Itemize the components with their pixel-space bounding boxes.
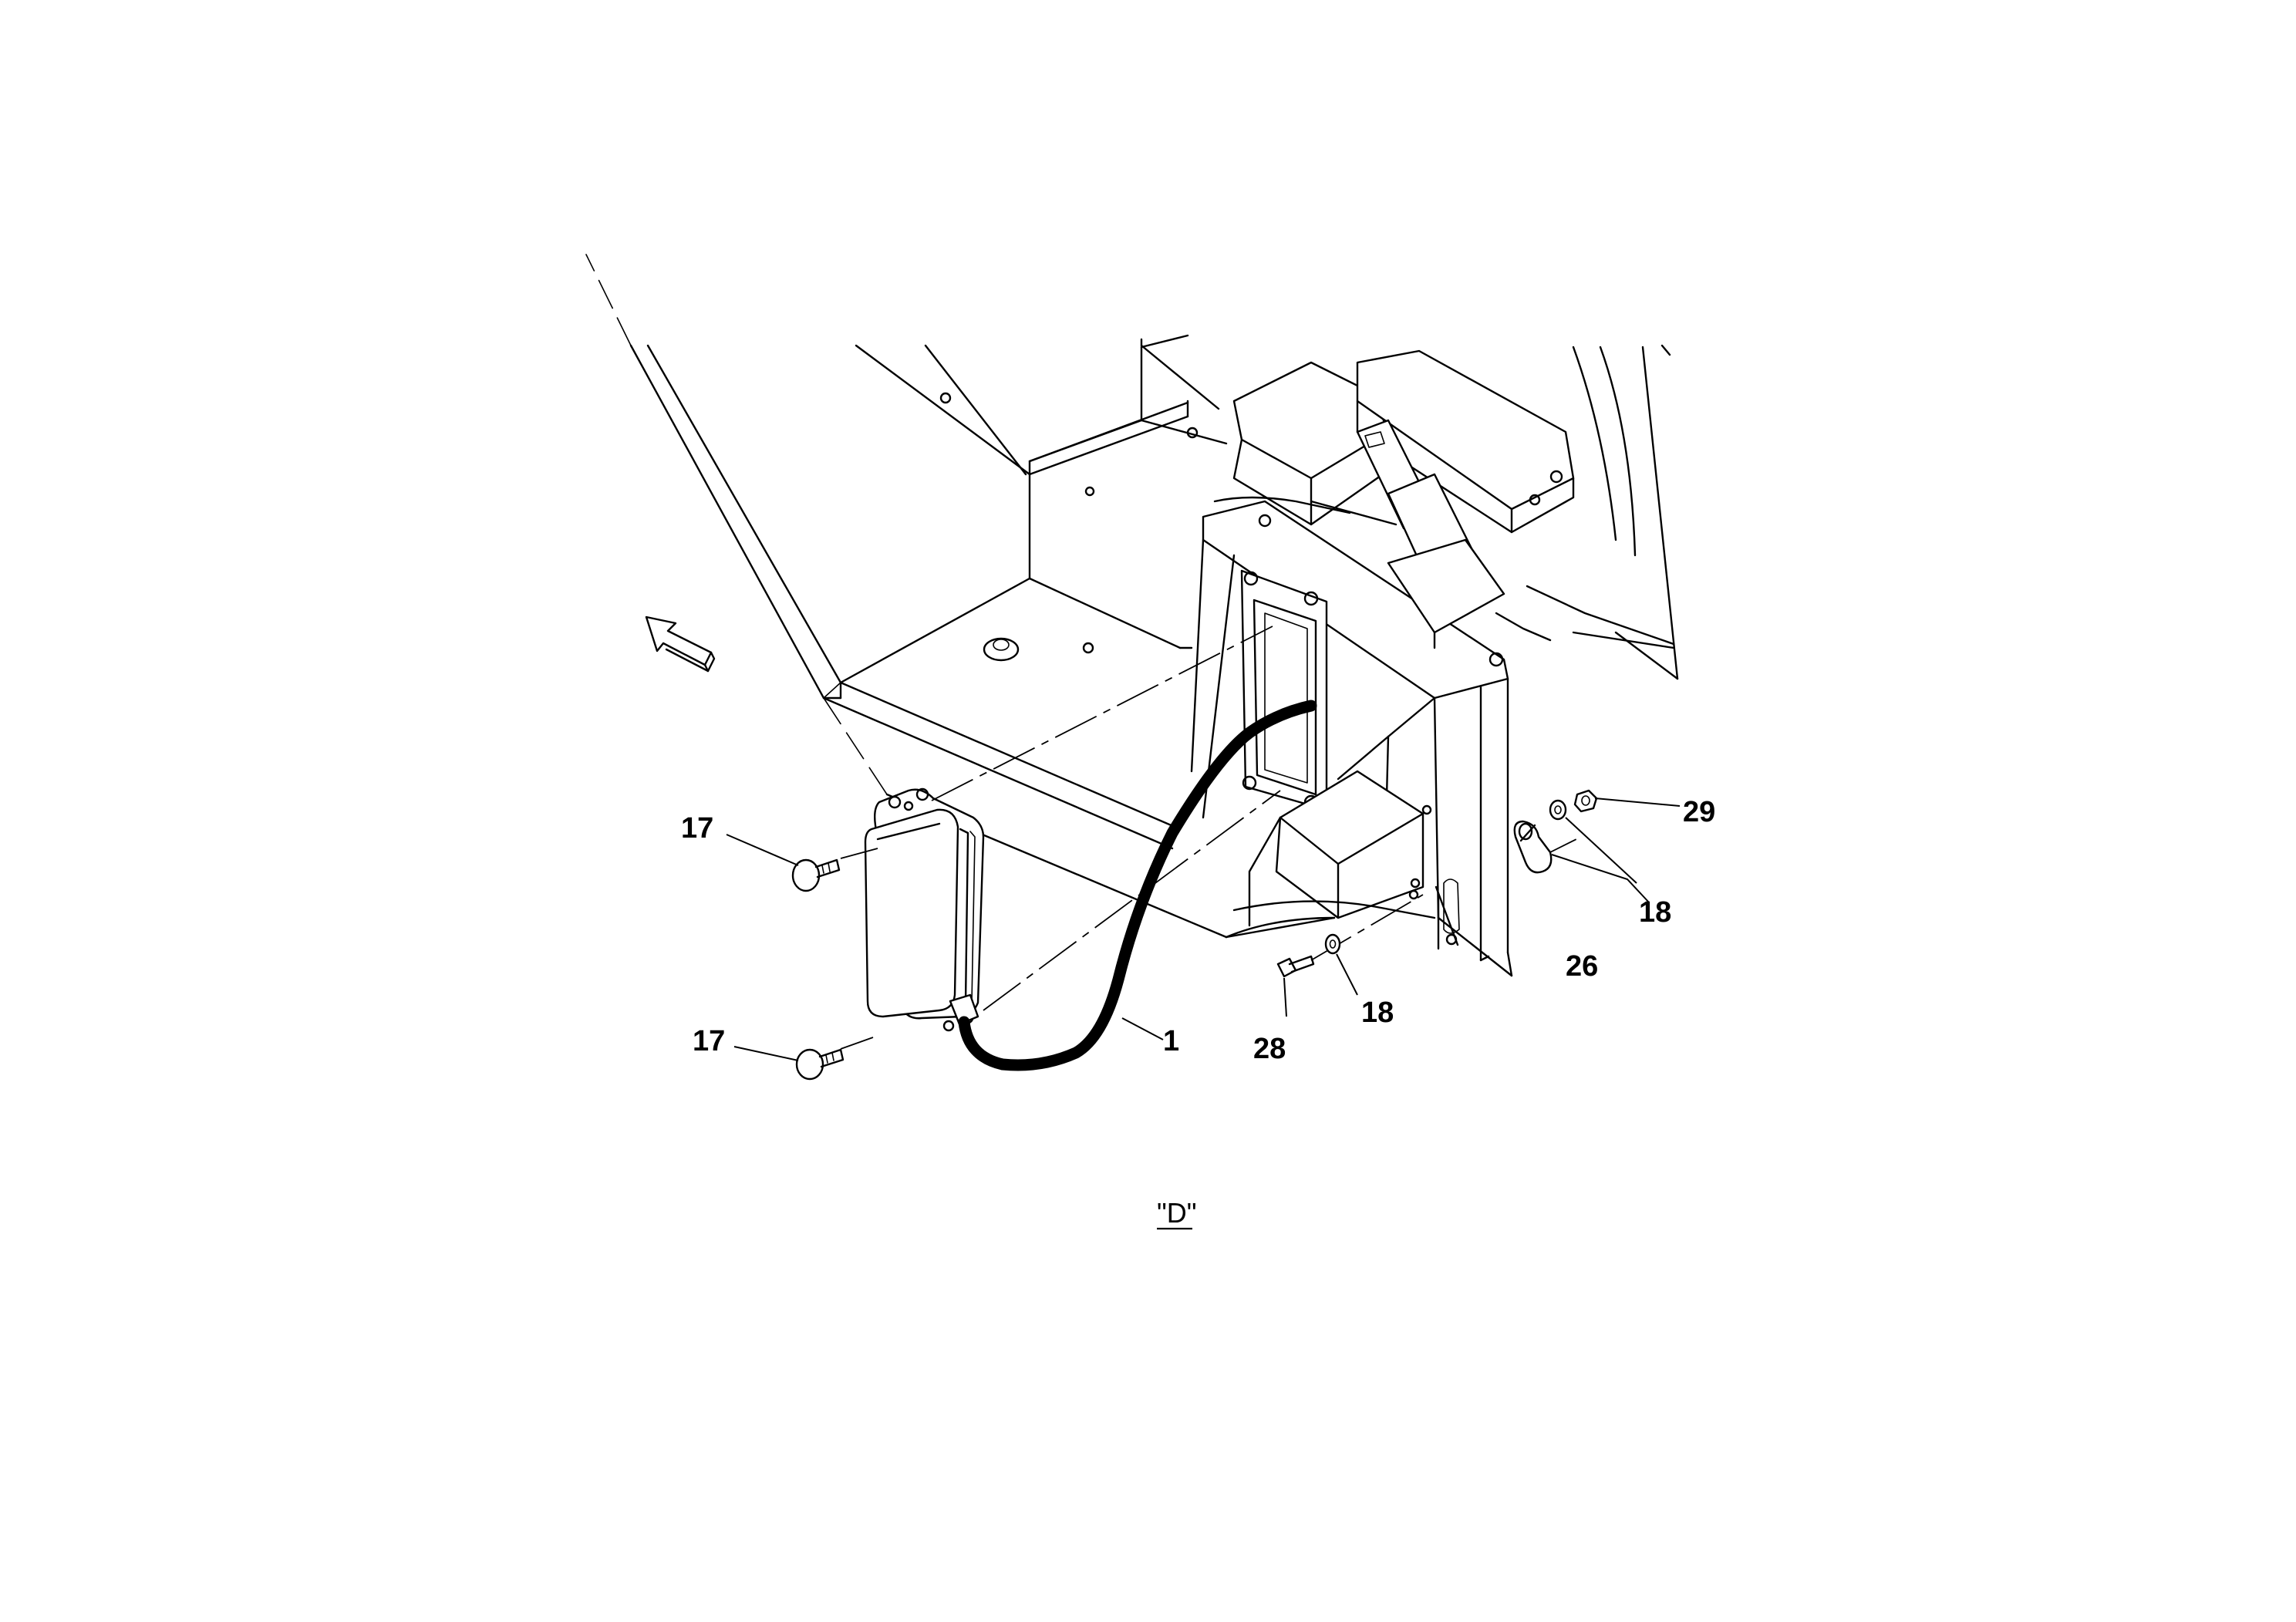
electronic-module-part-1 (864, 787, 985, 1032)
callout-18-lower: 18 (1361, 996, 1394, 1029)
forward-direction-arrow-icon (645, 615, 716, 673)
callout-1: 1 (1163, 1025, 1179, 1057)
operator-seat (1213, 344, 1679, 680)
washer-part-18-lower (1324, 933, 1341, 955)
view-label: "D" (1157, 1197, 1197, 1230)
callout-26: 26 (1566, 950, 1598, 983)
callout-18-upper: 18 (1639, 896, 1671, 929)
rivet-part-17-upper (791, 858, 841, 892)
view-label-text: "D" (1157, 1197, 1197, 1229)
callout-29: 29 (1683, 796, 1715, 828)
callout-17-lower: 17 (693, 1025, 725, 1057)
bolt-part-28 (1276, 955, 1315, 978)
module-cable (958, 700, 1317, 1071)
callout-28: 28 (1253, 1033, 1286, 1065)
console-pedestal (1190, 500, 1513, 977)
callout-17-upper: 17 (681, 812, 713, 845)
washer-part-18-upper (1549, 799, 1567, 821)
leader-lines (726, 798, 1681, 1061)
clip-part-26 (1513, 820, 1553, 874)
machine-frame (585, 254, 1336, 939)
nut-part-29 (1573, 789, 1598, 813)
rivet-part-17-lower (795, 1048, 845, 1081)
callout-labels: 17 17 1 28 18 18 26 29 (681, 796, 1715, 1065)
